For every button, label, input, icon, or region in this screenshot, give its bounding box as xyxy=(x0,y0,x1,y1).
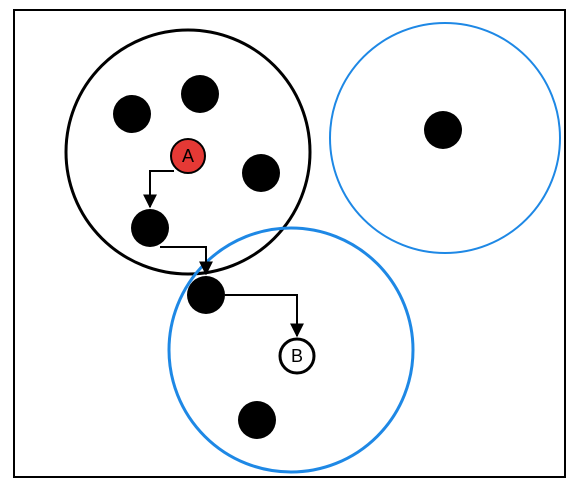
dot-black-cluster-4 xyxy=(131,209,169,247)
cluster-blue-right-circle xyxy=(329,22,561,254)
node-a-circle xyxy=(170,138,206,174)
cluster-black-circle xyxy=(64,28,312,276)
path-arrow-bridge-to-b xyxy=(225,294,304,338)
dot-black-cluster-2 xyxy=(181,75,219,113)
dot-blue-bottom-cluster-1 xyxy=(187,276,225,314)
node-b: B xyxy=(278,337,316,375)
dot-blue-bottom-cluster-2 xyxy=(238,401,276,439)
node-a: A xyxy=(170,138,206,174)
dot-black-cluster-3 xyxy=(242,154,280,192)
dot-black-cluster-1 xyxy=(113,95,151,133)
node-b-label: B xyxy=(291,346,303,366)
diagram-frame xyxy=(13,9,566,478)
dot-blue-right-cluster xyxy=(424,111,462,149)
node-b-circle xyxy=(278,337,316,375)
cluster-blue-bottom-circle xyxy=(167,226,415,474)
path-arrow-dot-to-bridge xyxy=(160,246,213,276)
path-arrow-a-to-dot xyxy=(143,170,174,209)
node-a-label: A xyxy=(182,146,194,166)
